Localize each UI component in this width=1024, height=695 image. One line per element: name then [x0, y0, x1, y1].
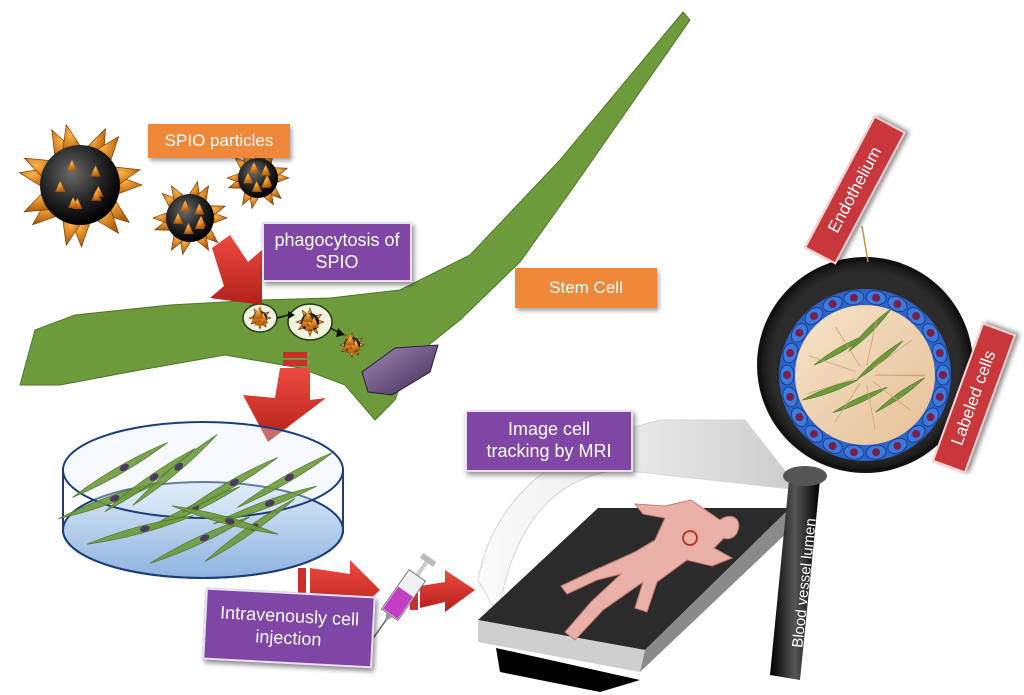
- arrow-syringe-to-mri: [410, 570, 475, 612]
- arrow-cell-to-dish: [243, 352, 326, 442]
- spio-particle: [338, 331, 366, 359]
- spio-particle: [151, 180, 229, 256]
- mri-table: [478, 508, 792, 692]
- stem-cell-label: Stem Cell: [515, 268, 657, 308]
- spio-particle: [226, 146, 290, 210]
- spio-particle: [18, 123, 143, 248]
- spio-particles-label: SPIO particles: [148, 124, 290, 158]
- stem-cell-nucleus: [361, 344, 439, 396]
- syringe-icon: [370, 552, 437, 642]
- labeled-stem-cells: [801, 308, 925, 430]
- injection-label: Intravenously cell injection: [202, 587, 376, 669]
- spio-particle: [295, 307, 325, 337]
- patient-body: [560, 499, 740, 641]
- phagocytosis-label: phagocytosis of SPIO: [262, 222, 412, 282]
- petri-dish: [58, 421, 344, 579]
- image-tracking-label: Image cell tracking by MRI: [465, 410, 633, 472]
- arrow-spio-to-cell: [210, 235, 262, 305]
- spio-particle: [248, 306, 272, 330]
- dish-stem-cells: [58, 434, 333, 564]
- magnifier-icon: [757, 225, 973, 680]
- stem-cell-shape: [19, 11, 691, 421]
- spio-particle-cluster: [18, 123, 366, 359]
- endothelial-cells: [779, 290, 951, 460]
